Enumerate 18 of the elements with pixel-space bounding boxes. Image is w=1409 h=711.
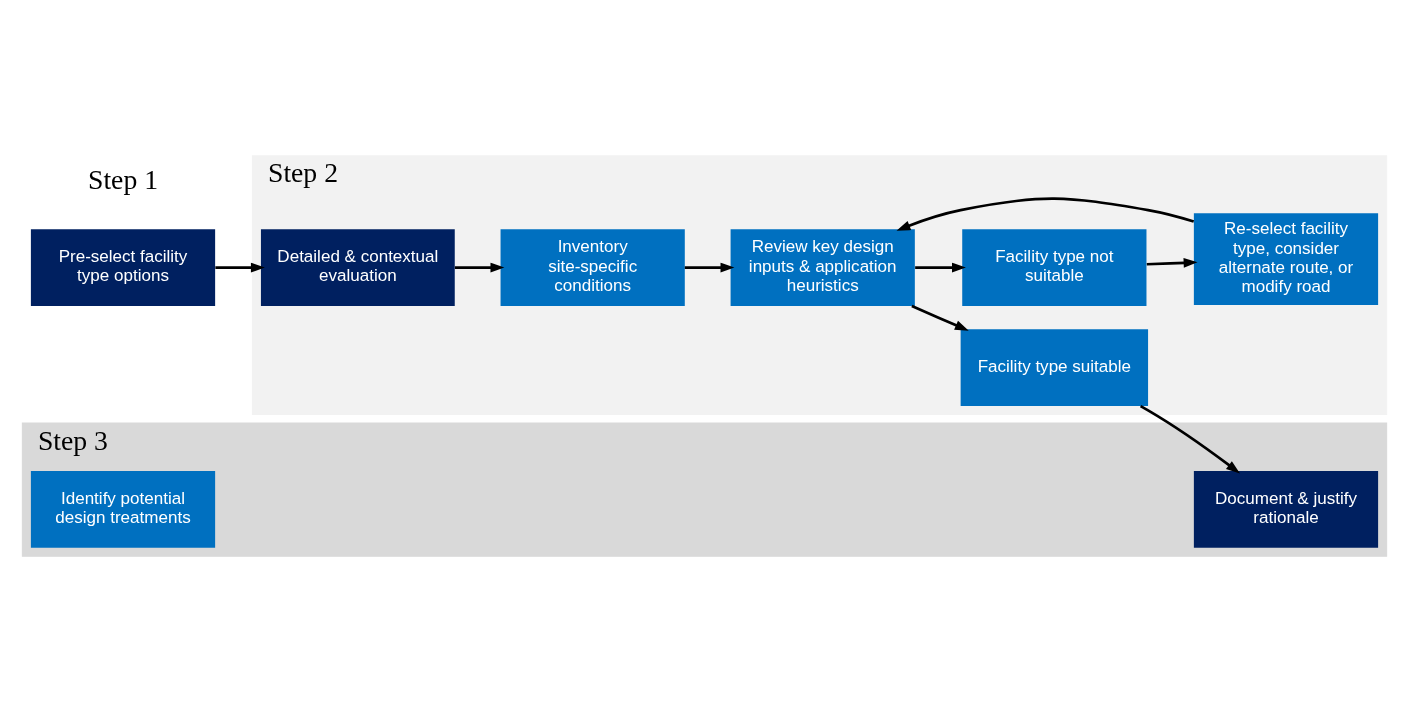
node-box: Pre-select facility type options — [30, 228, 216, 306]
arrow — [454, 262, 505, 272]
arrow — [911, 304, 969, 331]
arrow — [215, 262, 265, 272]
arrow — [1146, 257, 1198, 268]
label: Step 1 — [88, 163, 159, 195]
arrow — [684, 262, 735, 272]
node-box: Document & justify rationale — [1193, 470, 1379, 548]
node-box: Detailed & contextual evaluation — [260, 228, 455, 306]
node-box: Facility type not suitable — [962, 228, 1147, 306]
node-box: Re-select facility type, consider alternate route, or modify road — [1193, 212, 1379, 305]
node-box: Review key design inputs & application heuristics — [730, 228, 915, 306]
node-box: Inventory site-specific conditions — [500, 228, 685, 306]
node-box: Identify potential design treatments — [30, 470, 216, 548]
arrow — [915, 262, 966, 272]
arrow — [896, 196, 1195, 231]
arrow — [1139, 404, 1240, 473]
node-box: Facility type suitable — [960, 328, 1149, 406]
